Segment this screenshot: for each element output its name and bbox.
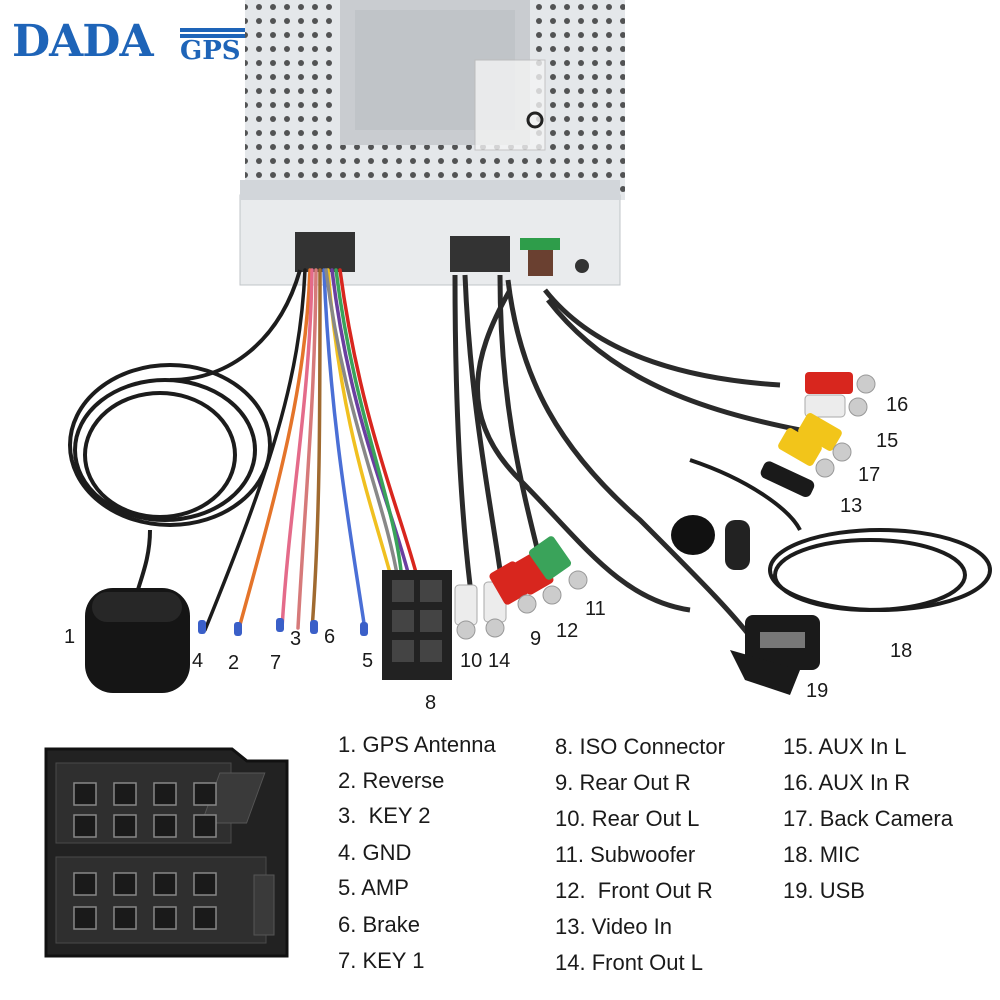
- callout-10: 10: [460, 650, 483, 672]
- legend-item-15: 15. AUX In L: [783, 734, 907, 759]
- legend-item-12: 12. Front Out R: [555, 878, 713, 903]
- callout-6: 6: [324, 626, 336, 648]
- callout-3: 3: [290, 628, 302, 650]
- brand-logo: DADA GPS: [12, 14, 252, 70]
- rca-front-plugs: [454, 536, 588, 640]
- legend-item-18: 18. MIC: [783, 842, 861, 867]
- logo-sub-text: GPS: [180, 36, 241, 66]
- logo-stripe: [180, 28, 252, 32]
- legend-item-4: 4. GND: [338, 840, 412, 865]
- mic-cable: [689, 458, 992, 612]
- callout-11: 11: [585, 598, 606, 620]
- legend-item-9: 9. Rear Out R: [555, 770, 691, 795]
- callout-9: 9: [530, 628, 542, 650]
- callout-8: 8: [425, 692, 437, 714]
- head-unit: [239, 0, 625, 286]
- wire-harness: [203, 268, 420, 634]
- callout-18: 18: [890, 640, 913, 662]
- logo-stripe: [180, 34, 252, 38]
- legend-item-8: 8. ISO Connector: [555, 734, 725, 759]
- legend-item-1: 1. GPS Antenna: [338, 732, 496, 757]
- iso-connector-detail: [44, 747, 289, 958]
- rca-cables: [452, 274, 801, 652]
- legend-item-5: 5. AMP: [338, 875, 409, 900]
- legend-item-14: 14. Front Out L: [555, 950, 703, 975]
- iso-connector: [382, 570, 452, 680]
- legend-item-6: 6. Brake: [338, 912, 420, 937]
- gps-antenna: [85, 588, 190, 693]
- wire-tips: [198, 618, 368, 636]
- callout-5: 5: [362, 650, 374, 672]
- logo-main-text: DADA: [12, 16, 154, 67]
- gps-cable: [68, 269, 302, 601]
- callout-4: 4: [192, 650, 204, 672]
- legend-item-19: 19. USB: [783, 878, 865, 903]
- legend-item-11: 11. Subwoofer: [555, 842, 696, 867]
- legend-item-2: 2. Reverse: [338, 768, 445, 793]
- rca-aux-plugs: [760, 372, 876, 498]
- legend-item-3: 3. KEY 2: [338, 803, 431, 828]
- legend-item-7: 7. KEY 1: [338, 948, 425, 973]
- callout-17: 17: [858, 464, 881, 486]
- callout-13: 13: [840, 495, 863, 517]
- callout-14: 14: [488, 650, 511, 672]
- callout-1: 1: [64, 626, 76, 648]
- callout-7: 7: [270, 652, 282, 674]
- legend-item-16: 16. AUX In R: [783, 770, 911, 795]
- callout-19: 19: [806, 680, 829, 702]
- legend-item-17: 17. Back Camera: [783, 806, 953, 831]
- usb-connector: [730, 615, 820, 695]
- callout-16: 16: [886, 394, 909, 416]
- legend-item-10: 10. Rear Out L: [555, 806, 700, 831]
- callout-12: 12: [556, 620, 579, 642]
- legend-item-13: 13. Video In: [555, 914, 673, 939]
- callout-2: 2: [228, 652, 240, 674]
- callout-15: 15: [876, 430, 899, 452]
- microphone: [671, 515, 750, 570]
